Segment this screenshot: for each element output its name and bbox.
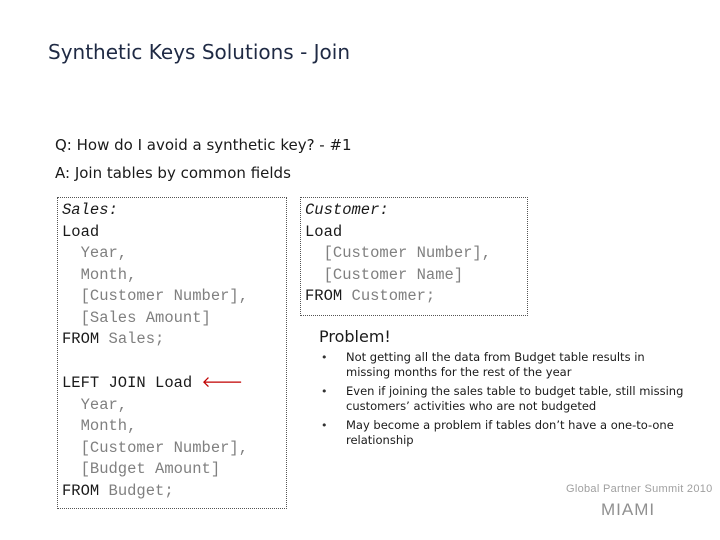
code-line: Sales:	[62, 200, 282, 222]
bullet-dot-icon: •	[321, 419, 328, 432]
code-keyword: FROM	[62, 481, 100, 500]
code-text	[62, 352, 71, 370]
code-text: Customer:	[305, 201, 389, 219]
code-line: Load	[305, 222, 523, 244]
sales-budget-script-box: Sales: Load Year, Month, [Customer Number…	[57, 197, 287, 509]
code-text: [Customer Number],	[305, 244, 492, 262]
code-text: Sales:	[62, 201, 118, 219]
bullet-text: Not getting all the data from Budget tab…	[346, 350, 645, 379]
code-text: [Customer Name]	[305, 265, 464, 284]
code-keyword: FROM	[62, 330, 100, 348]
code-text: Year,	[62, 395, 128, 414]
code-keyword: FROM	[305, 287, 343, 305]
code-line: [Customer Name]	[305, 265, 523, 287]
code-text: Budget;	[99, 481, 174, 500]
code-line: [Sales Amount]	[62, 308, 282, 330]
code-line: [Budget Amount]	[62, 459, 282, 481]
event-logo-city: MIAMI	[601, 500, 656, 519]
code-line: Load	[62, 222, 282, 244]
code-text: Customer;	[342, 287, 436, 305]
left-arrow-icon: 🡐	[201, 373, 244, 391]
bullet-text: Even if joining the sales table to budge…	[346, 384, 684, 413]
code-text: Load	[305, 222, 343, 241]
bullet-dot-icon: •	[321, 385, 328, 398]
code-text: [Sales Amount]	[62, 308, 211, 327]
code-text: Month,	[62, 265, 137, 284]
customer-script-box: Customer: Load [Customer Number], [Custom…	[300, 197, 528, 316]
code-text: [Customer Number],	[62, 287, 249, 305]
code-text: Load	[62, 222, 100, 241]
code-text: Sales;	[99, 330, 165, 348]
code-line: Year,	[62, 395, 282, 417]
code-line: FROM Budget;	[62, 481, 282, 503]
slide-title: Synthetic Keys Solutions - Join	[48, 40, 351, 64]
problem-heading: Problem!	[319, 327, 391, 346]
code-text: [Customer Number],	[62, 438, 249, 457]
code-line	[62, 351, 282, 373]
code-line: [Customer Number],	[62, 438, 282, 460]
answer-text: A: Join tables by common fields	[55, 164, 291, 182]
code-text: [Budget Amount]	[62, 460, 221, 478]
question-text: Q: How do I avoid a synthetic key? - #1	[55, 136, 352, 154]
bullet-item: • Not getting all the data from Budget ta…	[318, 350, 686, 380]
code-text: Month,	[62, 417, 137, 435]
code-line: Customer:	[305, 200, 523, 222]
code-text: Year,	[62, 244, 128, 262]
code-line: FROM Customer;	[305, 286, 523, 308]
problem-bullet-list: • Not getting all the data from Budget ta…	[318, 350, 686, 452]
code-text: LEFT JOIN Load	[62, 374, 202, 392]
code-line: FROM Sales;	[62, 329, 282, 351]
event-logo-text: Global Partner Summit 2010	[566, 483, 713, 495]
bullet-item: • May become a problem if tables don’t ha…	[318, 418, 686, 448]
code-line: LEFT JOIN Load 🡐	[62, 372, 282, 395]
code-line: Month,	[62, 416, 282, 438]
code-line: Month,	[62, 265, 282, 287]
bullet-item: • Even if joining the sales table to budg…	[318, 384, 686, 414]
bullet-dot-icon: •	[321, 351, 328, 364]
bullet-text: May become a problem if tables don’t hav…	[346, 418, 674, 447]
code-line: [Customer Number],	[62, 286, 282, 308]
code-line: Year,	[62, 243, 282, 265]
code-line: [Customer Number],	[305, 243, 523, 265]
